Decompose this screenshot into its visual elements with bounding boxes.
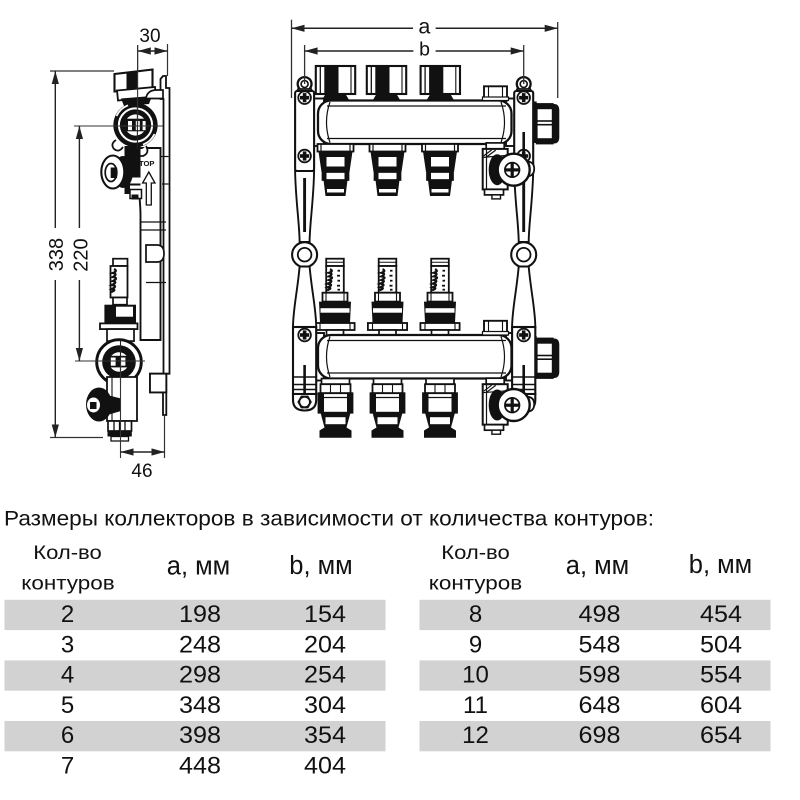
svg-text:554: 554 [700,662,742,689]
svg-text:338: 338 [46,238,68,271]
svg-text:454: 454 [700,601,742,628]
svg-text:220: 220 [71,238,93,271]
svg-text:254: 254 [304,662,346,689]
svg-text:348: 348 [179,692,221,719]
svg-text:248: 248 [179,631,221,658]
svg-text:9: 9 [469,631,482,658]
svg-text:12: 12 [462,722,489,749]
svg-text:контуров: контуров [21,574,115,595]
svg-text:a: a [418,15,430,39]
svg-text:354: 354 [304,722,346,749]
svg-text:Кол-во: Кол-во [441,543,510,564]
svg-text:648: 648 [579,692,621,719]
svg-text:TOP: TOP [139,159,155,168]
svg-text:Размеры коллекторов в зависимо: Размеры коллекторов в зависимости от кол… [4,507,654,531]
svg-text:b, мм: b, мм [289,552,352,580]
svg-text:b: b [419,39,430,61]
svg-text:30: 30 [139,26,160,47]
svg-text:2: 2 [61,601,74,628]
svg-text:контуров: контуров [429,574,523,595]
svg-text:154: 154 [304,601,346,628]
svg-text:a, мм: a, мм [566,552,629,580]
svg-text:b, мм: b, мм [689,551,752,579]
svg-text:8: 8 [469,601,482,628]
svg-text:498: 498 [579,601,621,628]
svg-text:298: 298 [179,662,221,689]
svg-text:4: 4 [61,662,74,689]
svg-text:3: 3 [61,631,74,658]
svg-text:10: 10 [462,662,489,689]
svg-text:204: 204 [304,631,346,658]
svg-text:46: 46 [131,461,152,482]
svg-text:698: 698 [579,722,621,749]
svg-text:404: 404 [304,753,346,780]
svg-text:448: 448 [179,753,221,780]
svg-text:504: 504 [700,631,742,658]
svg-text:598: 598 [579,662,621,689]
svg-text:398: 398 [179,722,221,749]
svg-text:6: 6 [61,722,74,749]
svg-text:Кол-во: Кол-во [33,543,102,564]
svg-text:604: 604 [700,692,742,719]
svg-text:304: 304 [304,692,346,719]
svg-text:7: 7 [61,753,74,780]
svg-text:548: 548 [579,631,621,658]
svg-text:5: 5 [61,692,74,719]
svg-text:654: 654 [700,722,742,749]
svg-text:a, мм: a, мм [167,553,230,581]
svg-text:198: 198 [179,601,221,628]
svg-text:11: 11 [463,692,488,719]
